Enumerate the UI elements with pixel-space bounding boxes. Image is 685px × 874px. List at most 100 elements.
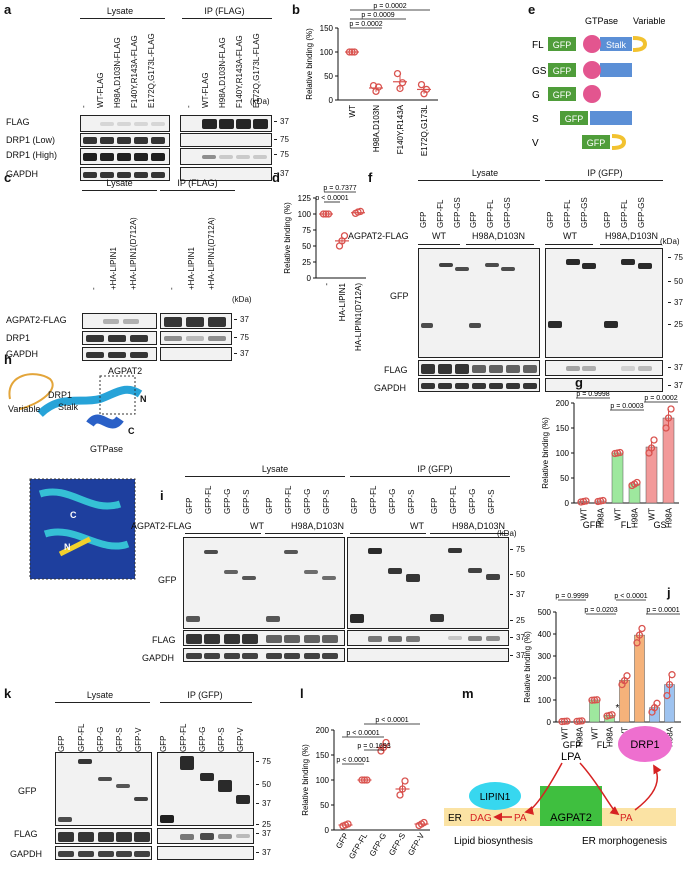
y-tick-label: 150 [316, 751, 330, 760]
structure-label: C [128, 426, 135, 436]
tick [234, 337, 237, 338]
row-label: GAPDH [374, 383, 407, 393]
drp1-ellipse [618, 726, 672, 762]
row-label: FLAG [152, 635, 176, 645]
data-point [358, 776, 366, 784]
band [78, 851, 94, 857]
data-point [345, 48, 354, 56]
x-tick-label: E172Q,G173L [420, 104, 429, 156]
row-label: GFP [18, 786, 37, 796]
stalk-domain [600, 37, 632, 51]
band [134, 851, 150, 857]
x-tick-label: WT [580, 508, 589, 521]
mw-label: 75 [240, 333, 249, 342]
mutant-label: H98A,D103N [605, 231, 659, 241]
band [130, 335, 148, 342]
data-point [663, 691, 671, 700]
lane-label: GFP-GS [503, 197, 512, 228]
panel-label-m: m [462, 686, 474, 701]
blot [80, 167, 170, 181]
lane-label: - [89, 287, 98, 290]
band [421, 323, 433, 328]
data-point [590, 696, 599, 704]
band [469, 323, 481, 328]
agpat2-label: AGPAT2 [550, 812, 592, 824]
band [368, 636, 382, 642]
x-tick-label: GFP [334, 832, 350, 851]
lipin1-ellipse [469, 782, 521, 810]
band [489, 365, 503, 373]
panel-label-k: k [4, 686, 12, 701]
lane-label: GFP-FL [369, 485, 378, 514]
variable-loop [8, 373, 54, 410]
data-point [396, 84, 404, 93]
group-label: GS [653, 520, 666, 530]
x-tick-label: H98A [631, 507, 640, 528]
lane-label: - [184, 105, 193, 108]
band [186, 653, 202, 659]
tick [510, 594, 513, 595]
row-label: FLAG [6, 117, 30, 127]
x-tick-label: GFP-FL [347, 831, 369, 861]
divider [55, 702, 150, 703]
data-point [322, 210, 330, 218]
stalk-domain [600, 63, 632, 77]
structure-label: AGPAT2 [108, 366, 142, 376]
y-tick-label: 100 [316, 776, 330, 785]
y-axis-label: Relative binding (%) [301, 744, 310, 816]
y-axis-label: Relative binding (%) [541, 417, 550, 489]
band [98, 832, 114, 842]
mw-label: 37 [240, 315, 249, 324]
data-point [633, 639, 641, 647]
panel-label-h: h [4, 352, 12, 367]
band [208, 317, 226, 327]
band [83, 137, 97, 144]
divider [350, 533, 426, 534]
lane-label: GFP-G [388, 488, 397, 514]
band [123, 319, 139, 324]
structure-label: N [64, 542, 71, 552]
p-value: p = 0.0003 [610, 403, 643, 410]
y-tick-label: 50 [320, 801, 329, 810]
band [242, 576, 256, 580]
blot [55, 828, 152, 844]
lane-label: WT-FLAG [201, 72, 210, 108]
p-value: p < 0.0001 [336, 757, 369, 764]
blot [80, 133, 170, 147]
x-tick-label: WT [561, 727, 570, 740]
ip-header: IP (GFP) [187, 690, 223, 700]
data-point [422, 85, 431, 94]
gfp-domain [560, 111, 588, 125]
band [100, 137, 114, 144]
x-tick-label: GFP-G [368, 832, 388, 858]
lane-label: GFP [469, 211, 478, 228]
y-axis-label: Relative binding (%) [523, 631, 532, 703]
data-point [623, 672, 631, 680]
band [204, 550, 218, 554]
ip-header: IP (GFP) [417, 464, 453, 474]
blot [157, 752, 254, 826]
band [202, 155, 216, 159]
divider [82, 190, 157, 191]
band [604, 321, 618, 328]
data-point [363, 776, 371, 784]
y-tick-label: 300 [538, 652, 552, 661]
mutant-label: H98A,D103N [472, 231, 526, 241]
mw-label: 75 [280, 135, 289, 144]
construct-label: V [532, 138, 539, 149]
construct-label: GS [532, 66, 547, 77]
blot [82, 313, 157, 329]
lane-label: GFP-FL [620, 199, 629, 228]
blot [82, 347, 157, 361]
band [406, 636, 420, 642]
blot [183, 630, 345, 646]
x-tick-label: HA-LIPIN1 [338, 282, 347, 321]
band [202, 119, 217, 129]
structure-label: C [70, 510, 77, 520]
structure-label: Variable [8, 404, 40, 414]
x-tick-label: H98A [597, 507, 606, 528]
blot [160, 331, 232, 345]
band [548, 321, 562, 328]
lane-label: H98A,D103N-FLAG [113, 37, 122, 108]
data-point [588, 696, 596, 704]
